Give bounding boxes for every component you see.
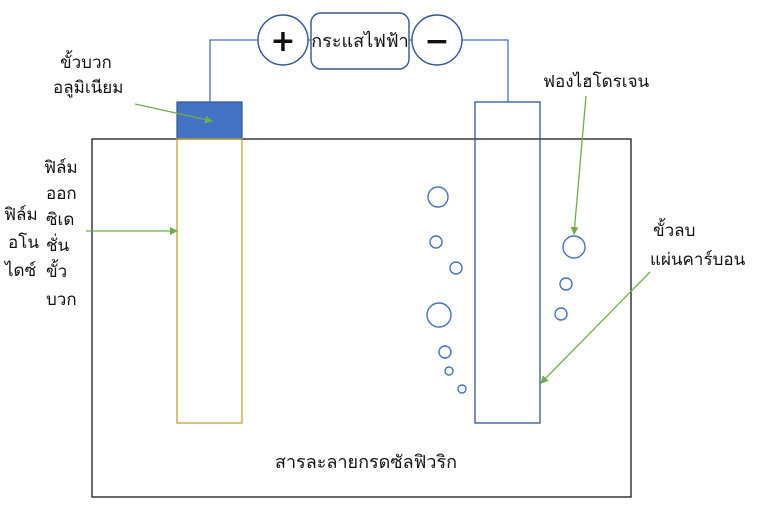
oxide-film-left-line2: อโน [8, 232, 39, 253]
hydrogen-bubbles [426, 186, 586, 394]
current-box [310, 12, 410, 70]
anode-label-line2: อลูมิเนียม [53, 78, 123, 98]
wire-positive [209, 39, 258, 102]
anode-arrow [134, 103, 213, 124]
bubble [427, 186, 449, 208]
wire-negative [461, 39, 509, 102]
plus-sign: + [270, 24, 295, 59]
bubble [438, 345, 452, 359]
hydrogen-label: ฟองไฮโดรเจน [543, 71, 650, 92]
anode-label-line1: ขั้วบวก [60, 50, 112, 73]
oxide-film-right-line6: บวก [46, 290, 77, 310]
positive-terminal-icon [257, 14, 309, 66]
bubble [444, 366, 454, 376]
bubble [562, 235, 586, 259]
oxide-film-right-line1: ฟิล์ม [44, 158, 78, 178]
cathode-plate [474, 101, 541, 424]
oxide-film-right-line2: ออก [46, 184, 77, 204]
bubble [457, 384, 467, 394]
bubble [429, 235, 443, 249]
oxide-film-right-line4: ชั่น [46, 233, 70, 256]
bubble [449, 261, 463, 275]
bubble [559, 277, 573, 291]
oxide-film-right-line5: ขั้ว [46, 259, 67, 282]
electrolyte-tank [91, 138, 632, 498]
bubble [554, 307, 568, 321]
hydrogen-arrow [570, 95, 587, 235]
bubble [426, 302, 452, 328]
negative-terminal-icon [411, 14, 463, 66]
oxide-film-right-line3: ซิเด [46, 210, 74, 230]
cathode-arrow [540, 271, 651, 384]
oxide-film-left-line1: ฟิล์ม [4, 205, 38, 225]
electrolyte-label: สารละลายกรดซัลฟิวริก [275, 452, 457, 473]
cathode-label-line1: ขั้วลบ [653, 218, 695, 241]
oxide-film-left-line3: ไดซ์ [3, 260, 36, 281]
minus-sign: − [424, 24, 449, 59]
anode-film [176, 138, 243, 424]
current-label: กระแสไฟฟ้า [311, 30, 408, 52]
cathode-label-line2: แผ่นคาร์บอน [650, 250, 746, 270]
